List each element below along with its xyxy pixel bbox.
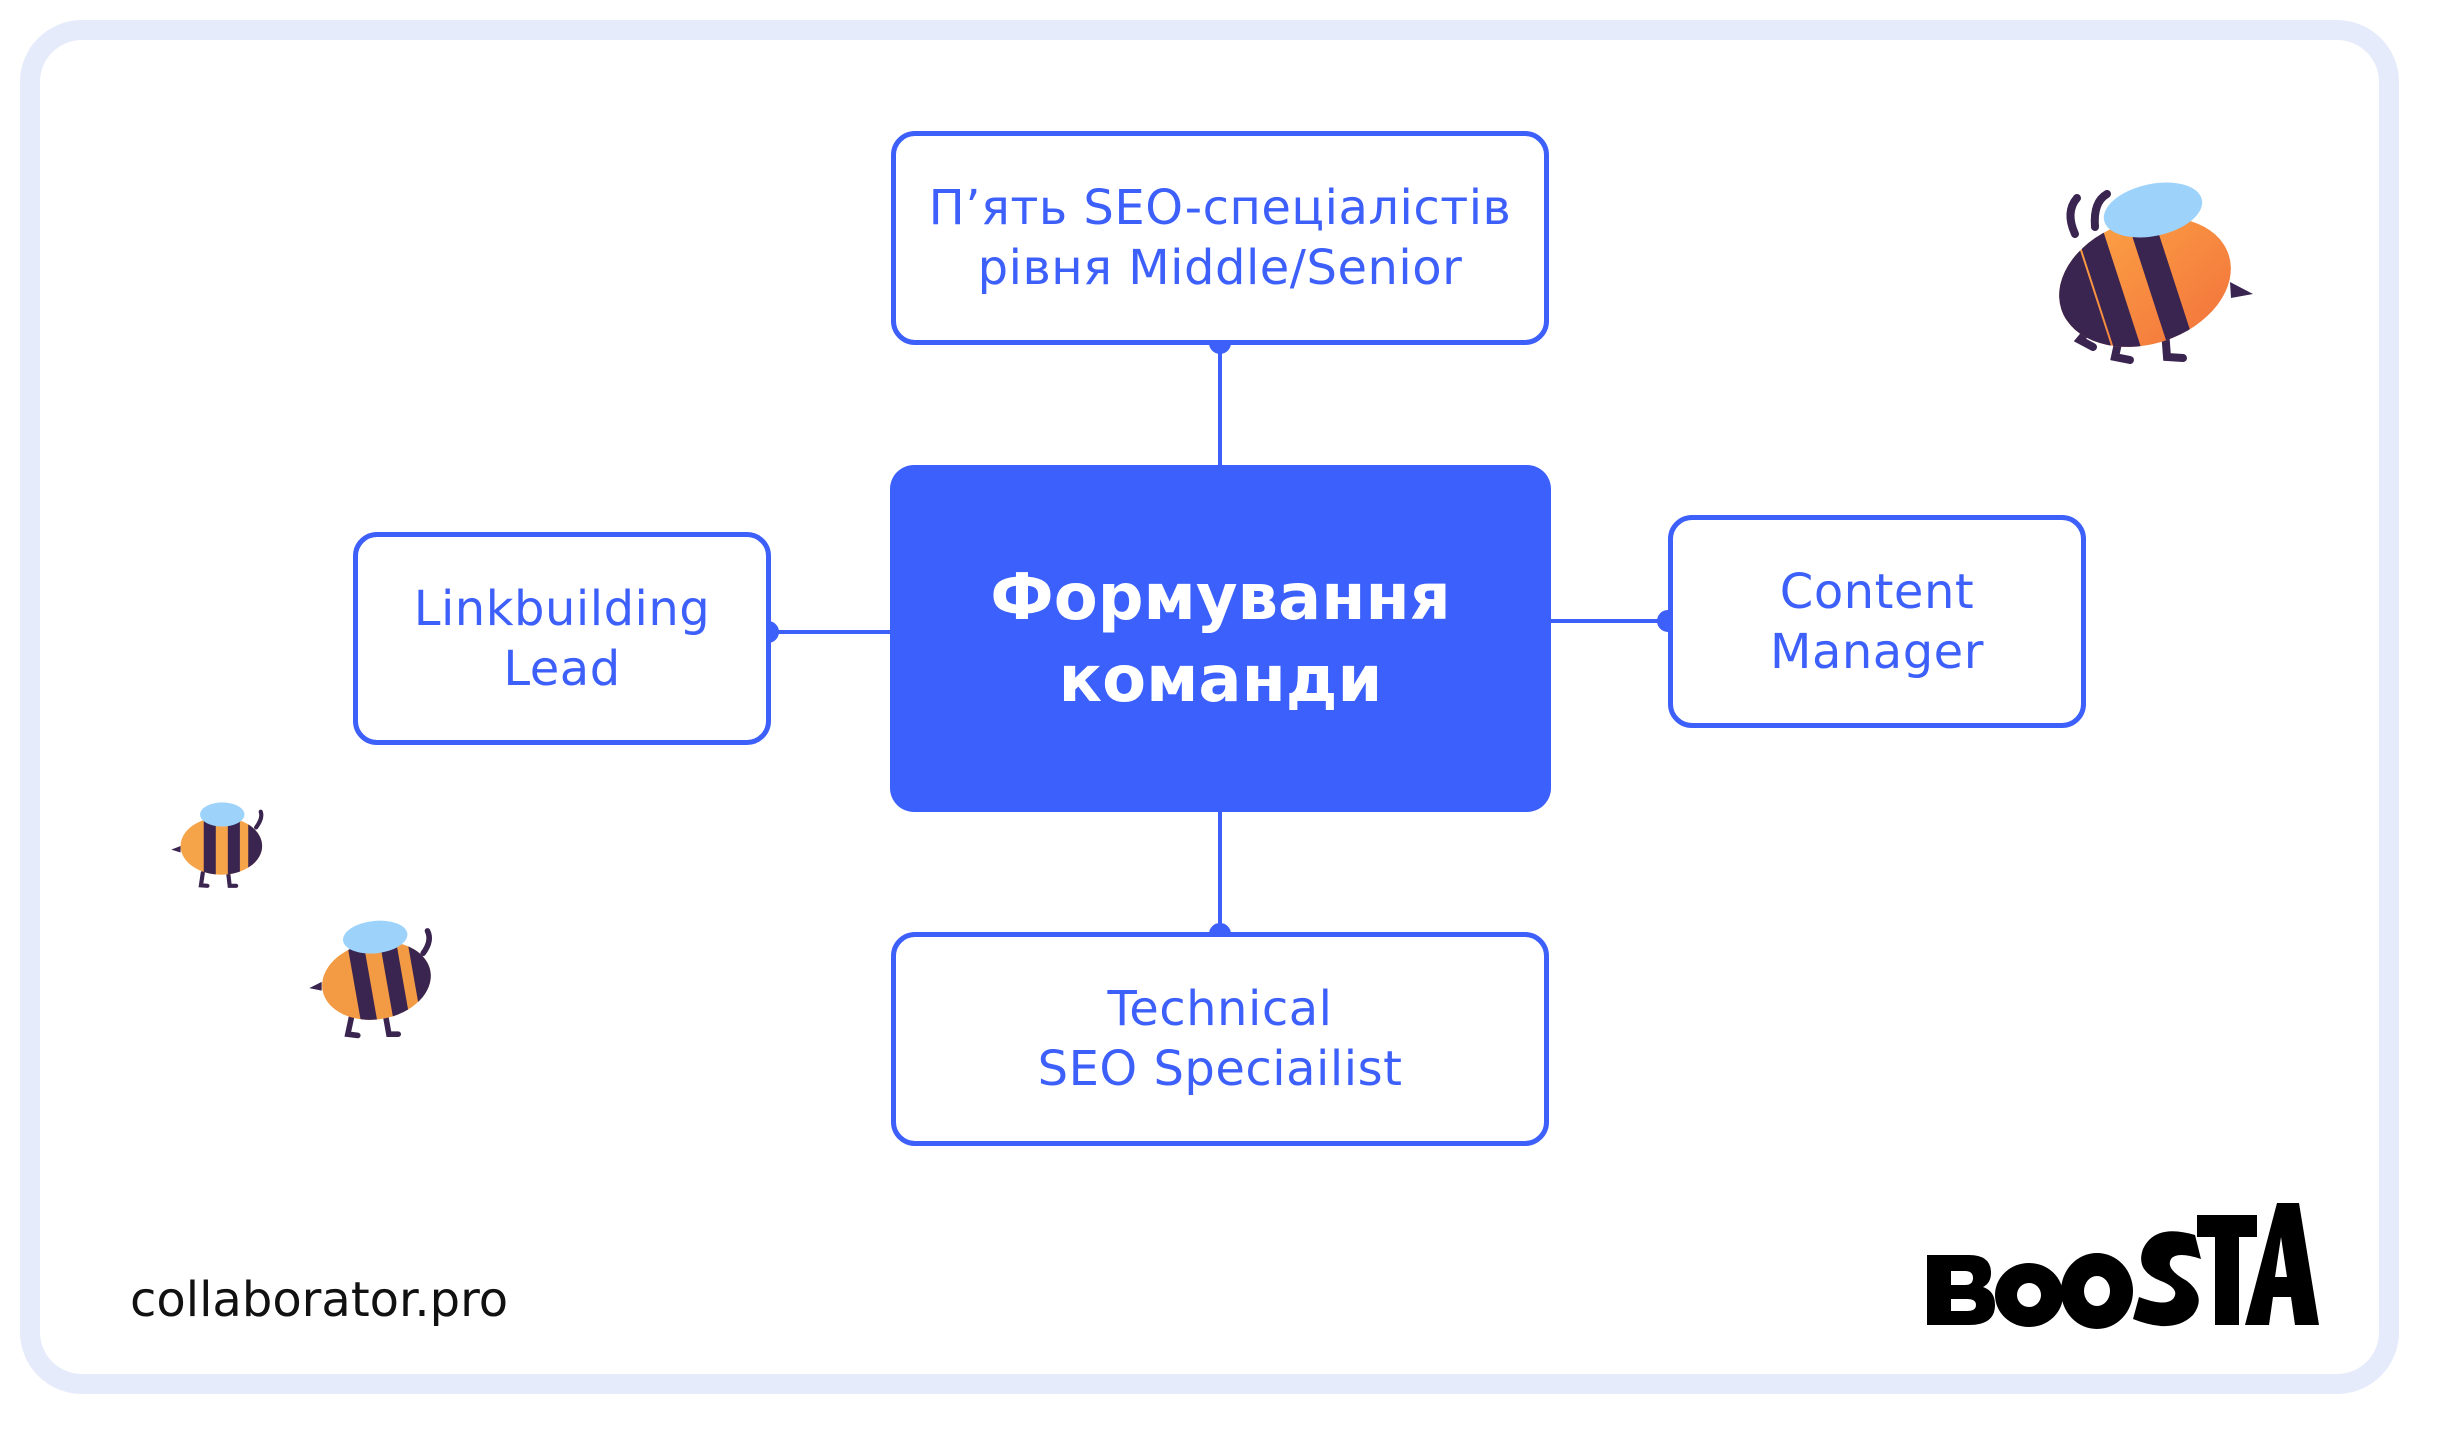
- node-team-formation-line-1: Формування: [990, 560, 1451, 635]
- node-content-manager-line-2: Manager: [1770, 623, 1984, 680]
- node-team-formation-line-2: команди: [1058, 642, 1383, 717]
- node-technical-seo-line-2: SEO Speciailist: [1037, 1041, 1403, 1097]
- bee-icon: [2042, 182, 2253, 369]
- node-linkbuilding-lead-line-1: Linkbuilding: [413, 580, 711, 637]
- site-url: collaborator.pro: [130, 1272, 509, 1328]
- node-seo-specialists-line-2: рівня Middle/Senior: [977, 240, 1463, 296]
- node-content-manager: Content Manager: [1668, 515, 2086, 728]
- node-content-manager-line-1: Content: [1779, 563, 1975, 620]
- bee-icon: [309, 920, 438, 1039]
- node-linkbuilding-lead-line-2: Lead: [503, 640, 621, 697]
- node-seo-specialists-line-1: П’ять SEO-спеціалістів: [928, 180, 1512, 236]
- node-team-formation: Формування команди: [890, 465, 1551, 812]
- node-linkbuilding-lead: Linkbuilding Lead: [353, 532, 771, 745]
- node-technical-seo-line-1: Technical: [1107, 981, 1333, 1037]
- boosta-logo: [1927, 1203, 2319, 1329]
- node-technical-seo: Technical SEO Speciailist: [891, 932, 1549, 1146]
- node-seo-specialists: П’ять SEO-спеціалістів рівня Middle/Seni…: [891, 131, 1549, 345]
- bee-icon: [171, 802, 264, 888]
